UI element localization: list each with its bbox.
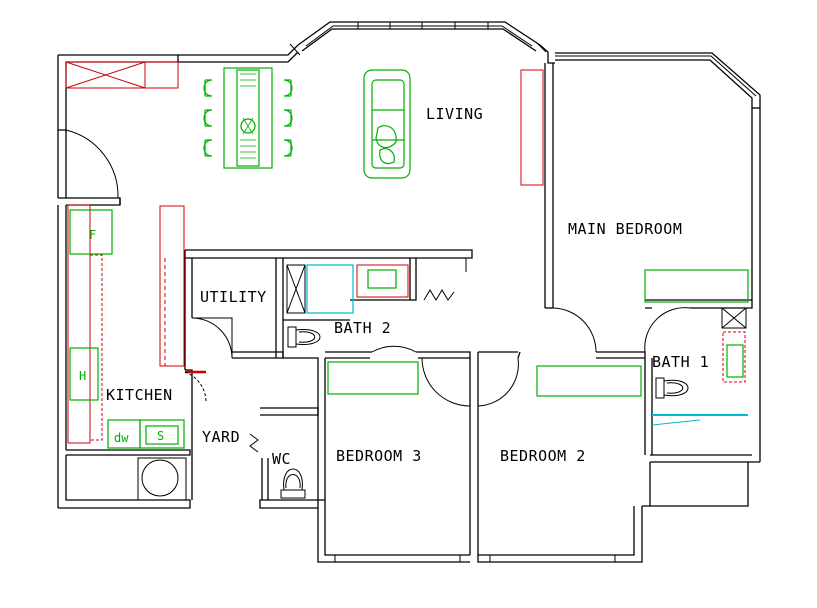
room-label-bath2: BATH 2 [334, 319, 391, 337]
bath1-toilet-icon [655, 377, 689, 399]
dining-table-icon [203, 67, 293, 169]
wc-toilet-icon [280, 468, 306, 499]
bath2-shower-icon [306, 264, 354, 314]
room-label-kitchen: KITCHEN [106, 386, 173, 404]
room-label-wc: WC [272, 450, 291, 468]
yard-door-swing-icon [184, 371, 207, 403]
fridge-icon [69, 209, 113, 255]
sink-icon [139, 419, 185, 449]
living-cabinet [520, 69, 544, 186]
sink-label: S [157, 429, 164, 443]
room-label-bath1: BATH 1 [652, 353, 709, 371]
main-bedroom-wardrobe [644, 269, 749, 303]
bath1-door-swing-icon [644, 307, 691, 353]
top-cabinet [65, 61, 179, 89]
bath2-toilet-icon [287, 326, 321, 348]
main-bedroom-door-swing-icon [552, 307, 597, 353]
room-label-bedroom2: BEDROOM 2 [500, 447, 586, 465]
dishwasher-label: dw [114, 431, 129, 445]
entry-door-swing-icon [65, 129, 119, 199]
room-label-utility: UTILITY [200, 288, 267, 306]
room-label-bedroom3: BEDROOM 3 [336, 447, 422, 465]
sofa-icon [363, 69, 411, 179]
room-label-yard: YARD [202, 428, 240, 446]
fixtures [137, 264, 748, 501]
doors [65, 129, 691, 453]
furniture [69, 67, 749, 449]
room-label-living: LIVING [426, 105, 483, 123]
room-label-main-bedroom: MAIN BEDROOM [568, 220, 682, 238]
left-counter [67, 204, 91, 444]
bedroom3-wardrobe [327, 361, 419, 395]
room-labels: LIVING MAIN BEDROOM UTILITY BATH 2 BATH … [106, 105, 709, 468]
appliance-labels: F H dw S [79, 228, 164, 445]
washing-machine-icon [137, 457, 187, 501]
interior-walls [119, 63, 753, 555]
kitchen-cabinets [65, 61, 746, 444]
exterior-walls [57, 21, 761, 563]
hob-label: H [79, 369, 86, 383]
fridge-label: F [89, 228, 96, 242]
bath2-door-swing-icon [371, 345, 417, 353]
hob-icon [69, 347, 99, 401]
wc-door-swing-icon [249, 433, 259, 453]
bedroom2-door-swing-icon [477, 357, 519, 407]
bedroom3-door-swing-icon [421, 357, 471, 407]
bedroom2-wardrobe [536, 365, 642, 397]
kitchen-island [159, 205, 185, 367]
utility-door-swing-icon [191, 317, 233, 359]
